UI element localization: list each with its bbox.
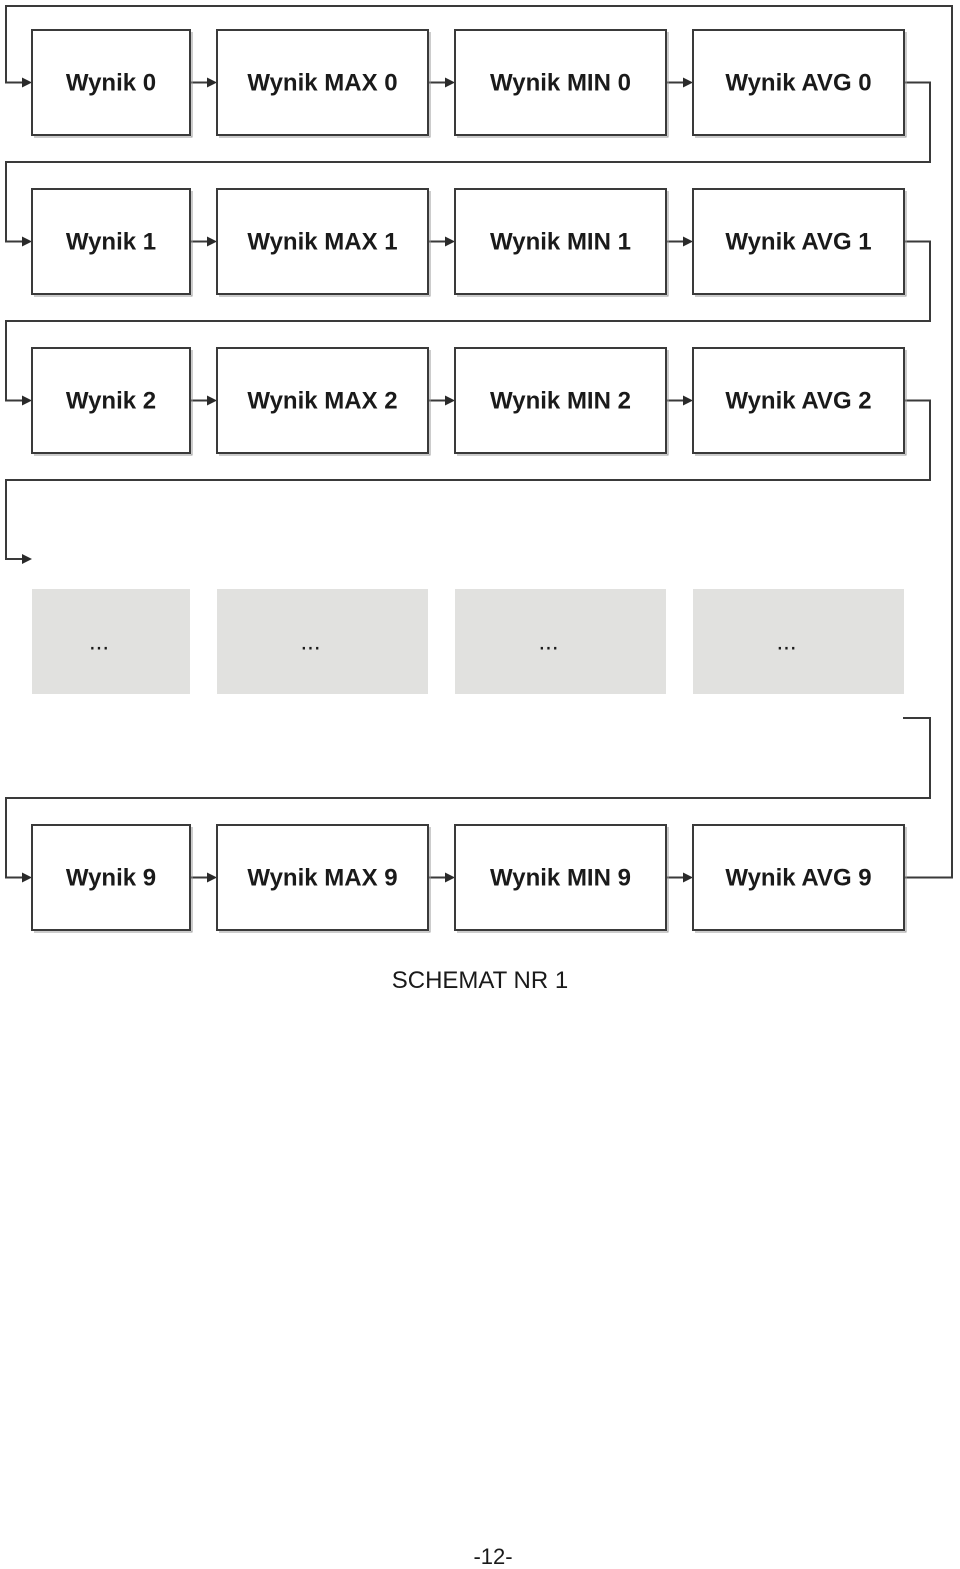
result-row: Wynik 9 Wynik MAX 9 Wynik MIN 9 Wynik AVG 9 [31,824,907,933]
result-box-label: Wynik MAX 1 [247,229,397,256]
arrowhead [683,395,693,406]
arrowhead [683,872,693,883]
result-box-shadow [219,350,431,456]
result-box [216,824,429,931]
result-box [454,824,667,931]
result-box-label: Wynik MAX 0 [247,70,397,97]
result-box-label: Wynik 9 [66,865,156,892]
result-box-shadow [219,32,431,138]
ellipsis-box [693,589,904,694]
result-box [31,29,191,136]
arrowhead [683,236,693,247]
arrowhead [207,236,217,247]
ellipsis-label: ... [538,629,558,656]
result-box-label: Wynik AVG 0 [725,70,871,97]
result-box-shadow [695,350,907,456]
result-box [216,347,429,454]
result-box [692,824,905,931]
result-box [31,347,191,454]
result-box [692,29,905,136]
result-box [31,824,191,931]
arrowhead [445,395,455,406]
diagram-rows: Wynik 0 Wynik MAX 0 Wynik MIN 0 Wynik AVG 0… [31,29,907,933]
result-row: Wynik 0 Wynik MAX 0 Wynik MIN 0 Wynik AVG 0 [31,29,907,138]
feedback-loop [5,5,953,879]
result-row: Wynik 2 Wynik MAX 2 Wynik MIN 2 Wynik AVG 2 [31,347,907,456]
result-box-label: Wynik MIN 2 [490,388,631,415]
result-box-shadow [34,350,193,456]
result-box-label: Wynik AVG 9 [725,865,871,892]
ellipsis-box [217,589,428,694]
diagram-caption: SCHEMAT NR 1 [392,967,568,994]
result-box-shadow [457,827,669,933]
result-box [692,347,905,454]
result-box [31,188,191,295]
arrowhead [445,77,455,88]
result-box [454,188,667,295]
result-box [692,188,905,295]
result-box [216,29,429,136]
arrowhead [22,236,32,247]
result-box-shadow [457,350,669,456]
ellipsis-box [455,589,666,694]
row-return-connector [5,399,931,560]
result-box-label: Wynik 0 [66,70,156,97]
arrowhead [22,872,32,883]
result-box-shadow [695,191,907,297]
ellipsis-box [32,589,190,694]
page-number: -12- [473,1544,512,1569]
result-box-label: Wynik 2 [66,388,156,415]
result-box-label: Wynik AVG 2 [725,388,871,415]
result-box-label: Wynik MIN 0 [490,70,631,97]
result-box-label: Wynik 1 [66,229,156,256]
result-box-label: Wynik MIN 9 [490,865,631,892]
arrowhead [207,395,217,406]
row-return-connector [5,717,931,879]
arrowhead [22,554,32,564]
result-box-shadow [695,827,907,933]
result-row: Wynik 1 Wynik MAX 1 Wynik MIN 1 Wynik AVG 1 [31,188,907,297]
arrowhead [445,236,455,247]
arrowhead [445,872,455,883]
row-return-connector [5,81,931,243]
result-box-shadow [34,191,193,297]
arrowhead [207,77,217,88]
arrowhead [22,77,32,88]
result-box [454,29,667,136]
result-box-shadow [457,32,669,138]
arrowhead [683,77,693,88]
result-box-shadow [219,827,431,933]
result-box [216,188,429,295]
row-return-connector [5,240,931,402]
ellipsis-label: ... [89,629,109,656]
result-box-shadow [34,827,193,933]
ellipsis-label: ... [776,629,796,656]
result-box-label: Wynik MAX 9 [247,865,397,892]
result-box-shadow [695,32,907,138]
result-box-label: Wynik MIN 1 [490,229,631,256]
result-box-label: Wynik AVG 1 [725,229,871,256]
arrowhead [22,395,32,406]
result-box [454,347,667,454]
ellipsis-label: ... [300,629,320,656]
result-box-shadow [34,32,193,138]
ellipsis-row: ............ [32,589,904,694]
arrowhead [207,872,217,883]
result-box-shadow [219,191,431,297]
result-box-shadow [457,191,669,297]
result-box-label: Wynik MAX 2 [247,388,397,415]
connector-lines [5,5,953,883]
